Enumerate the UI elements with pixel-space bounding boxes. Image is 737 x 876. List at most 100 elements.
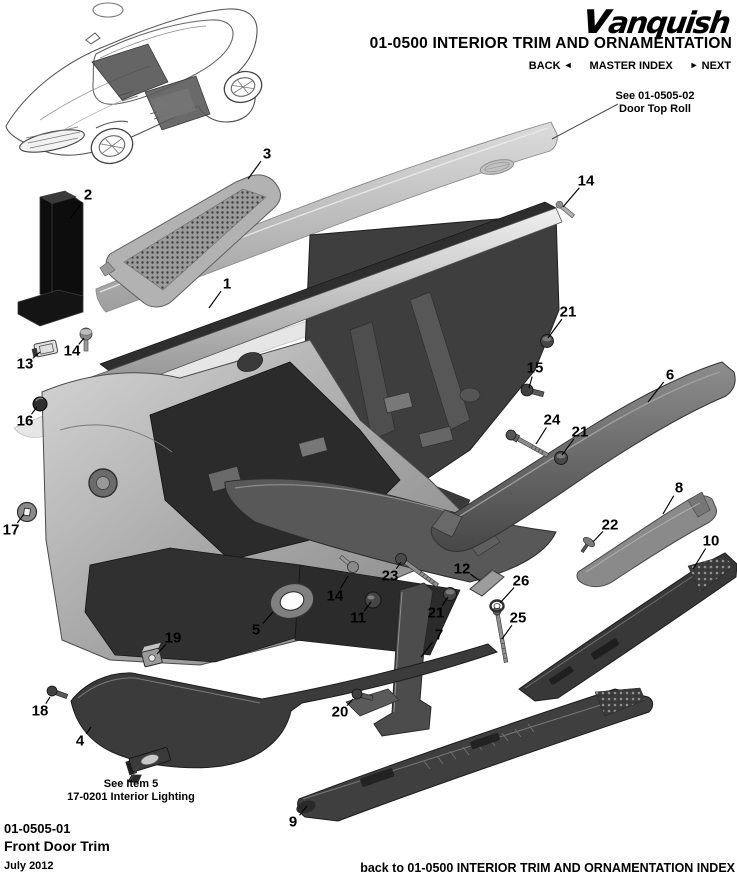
next-arrow-icon: ► [689,60,699,70]
callout-5: 5 [252,622,260,639]
screw-25 [492,606,509,663]
part-grommet-ring [269,583,315,619]
screw-14c [339,554,359,573]
back-arrow-icon: ◄ [563,60,573,70]
callout-leader-21 [547,318,563,339]
part-sill-tread [296,687,654,822]
callout-leader-5 [262,611,274,624]
callout-leader-14 [78,337,85,345]
interior-lighting-note-leader [129,764,140,782]
callout-leader-16 [31,406,38,415]
callout-11: 11 [350,610,366,627]
callout-leader-21 [441,596,449,607]
callout-20: 20 [332,704,349,721]
callout-leader-19 [156,643,167,655]
callout-21: 21 [572,424,589,441]
grommet-11 [364,591,382,609]
callout-leader-23 [395,561,402,570]
callout-leader-8 [662,495,675,515]
callout-2: 2 [84,187,92,204]
callout-17: 17 [3,522,20,539]
callout-layer: 1234567891011121314141415161718192021212… [3,146,720,831]
callout-19: 19 [165,630,182,647]
part-speaker-grille-panel [99,174,281,308]
callout-14: 14 [327,588,344,605]
callout-leader-6 [647,381,665,403]
next-link-label: NEXT [701,60,731,72]
callout-leader-14 [339,575,349,589]
callout-7: 7 [435,627,443,644]
car-illustration [5,2,263,165]
screw-20 [351,688,374,701]
screw-18 [46,685,69,700]
callout-leader-22 [592,530,604,543]
nut-21c [443,587,457,601]
callout-leader-26 [499,587,515,604]
back-link-label: BACK [528,60,561,72]
bolt-23 [395,553,440,588]
callout-16: 16 [17,413,34,430]
callout-leader-7 [420,641,434,658]
callout-14: 14 [578,173,595,190]
door-top-roll-note-line2: Door Top Roll [619,103,691,116]
callout-25: 25 [510,610,527,627]
callout-leader-3 [247,160,262,180]
master-index-link[interactable]: MASTER INDEX [589,60,673,72]
page-nav: BACK ◄ MASTER INDEX ► NEXT [529,60,731,72]
callout-leader-21 [561,438,575,456]
callout-leader-2 [69,201,83,220]
callout-23: 23 [382,568,399,585]
callout-9: 9 [289,814,297,831]
callout-21: 21 [560,304,577,321]
doc-number: 01-0505-01 [4,821,71,836]
clipnut-19 [140,641,163,668]
callout-leader-1 [208,290,222,309]
interior-lighting-note[interactable]: See Item 5 17-0201 Interior Lighting [46,778,216,804]
part-door-trim-panel [41,201,563,666]
bolt-24 [505,429,550,458]
door-top-roll-note-leader [551,103,619,140]
interior-lighting-note-line2: 17-0201 Interior Lighting [67,791,195,804]
door-top-roll-note-line1: See 01-0505-02 [615,90,695,102]
callout-4: 4 [76,733,85,750]
callout-24: 24 [544,412,561,429]
callout-26: 26 [513,573,530,590]
callout-leader-4 [85,726,92,735]
callout-leader-14 [562,187,580,208]
callout-10: 10 [703,533,720,550]
callout-14: 14 [64,343,81,360]
back-link[interactable]: BACK ◄ [529,60,573,72]
part-lower-pocket-trim [70,643,498,769]
callout-leader-17 [16,513,25,524]
callout-leader-15 [528,376,533,389]
callout-leader-18 [45,696,51,704]
next-link[interactable]: ► NEXT [690,60,731,72]
callout-18: 18 [32,703,49,720]
callout-21: 21 [428,605,445,622]
callout-8: 8 [675,480,683,497]
doc-date: July 2012 [4,860,54,872]
bolt-15 [520,383,545,398]
callout-leader-11 [363,601,372,612]
page-title: 01-0500 INTERIOR TRIM AND ORNAMENTATION [369,35,732,52]
callout-leader-10 [692,548,707,570]
interior-lighting-note-line1: See Item 5 [103,778,159,790]
callout-leader-20 [346,698,354,707]
badge-oval [479,159,515,175]
callout-leader-9 [299,805,308,816]
callout-1: 1 [223,276,231,293]
screw-14a [79,327,93,352]
callout-leader-12 [469,573,481,582]
callout-15: 15 [527,360,544,377]
doc-title: Front Door Trim [4,838,110,854]
door-top-roll-note[interactable]: See 01-0505-02 Door Top Roll [594,90,716,116]
callout-3: 3 [263,146,271,163]
callout-leader-24 [535,427,547,445]
back-to-index-link[interactable]: back to 01-0500 INTERIOR TRIM AND ORNAME… [360,861,735,875]
part-armrest-finisher [430,361,736,552]
part-l-bracket [17,190,84,327]
callout-12: 12 [454,561,471,578]
callout-leader-25 [501,624,513,640]
nut-21a [540,334,554,348]
